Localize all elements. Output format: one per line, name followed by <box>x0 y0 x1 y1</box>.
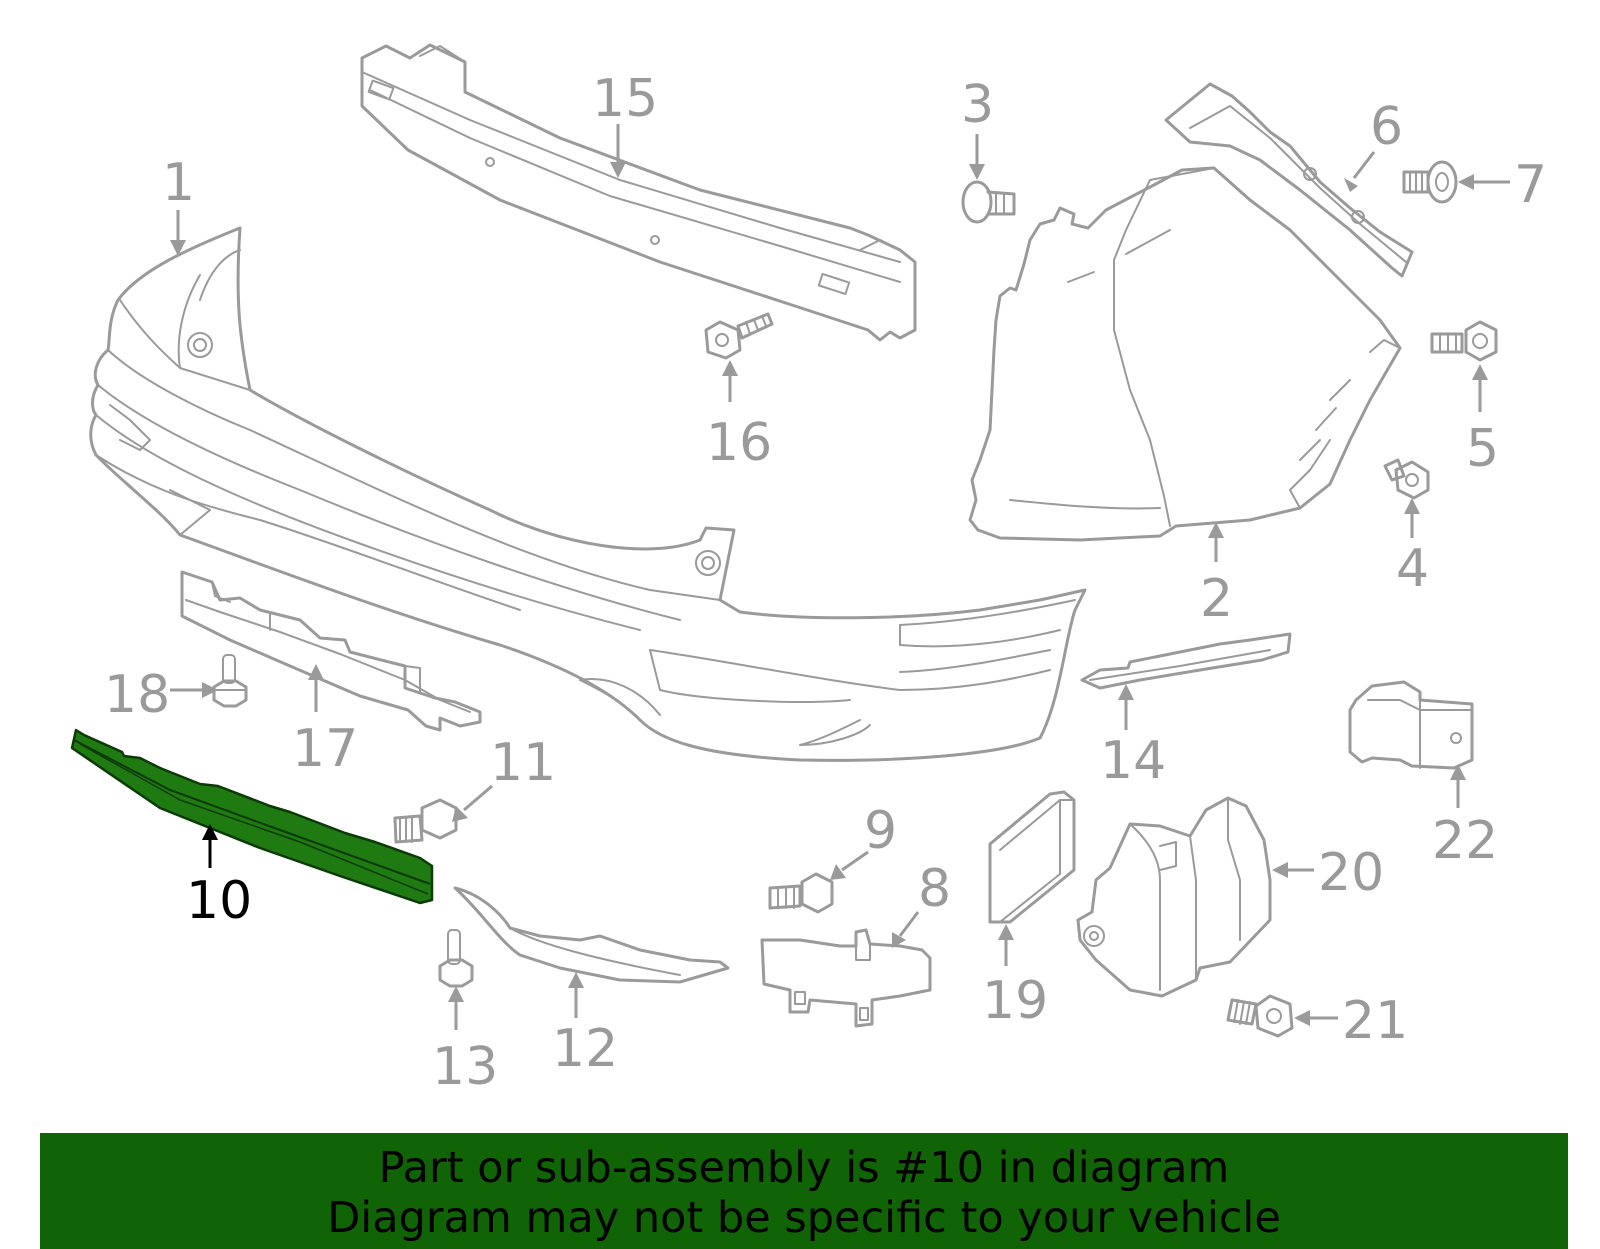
label-20-text: 20 <box>1318 843 1384 903</box>
label-15: 15 <box>592 69 658 178</box>
part-10-lower-molding[interactable] <box>70 728 434 905</box>
part-14-reflector[interactable] <box>1080 632 1292 690</box>
label-10-text: 10 <box>186 871 252 931</box>
label-21: 21 <box>1294 991 1408 1051</box>
label-1: 1 <box>162 153 195 256</box>
label-8: 8 <box>892 859 951 948</box>
part-12-lower-garnish[interactable] <box>453 886 730 984</box>
part-13-bolt[interactable] <box>438 929 474 988</box>
part-20-mount-bracket[interactable] <box>1076 796 1272 998</box>
part-19-module[interactable] <box>988 790 1076 924</box>
label-9: 9 <box>830 801 897 880</box>
label-7-text: 7 <box>1514 155 1547 215</box>
part-1-bumper-cover[interactable] <box>89 226 1087 762</box>
label-17-text: 17 <box>292 719 358 779</box>
label-4: 4 <box>1396 498 1429 599</box>
label-9-text: 9 <box>864 801 897 861</box>
part-7-bolt[interactable] <box>1402 160 1458 204</box>
banner-line-1: Part or sub-assembly is #10 in diagram <box>378 1143 1230 1193</box>
part-9-bolt[interactable] <box>768 872 834 914</box>
label-6: 6 <box>1344 97 1403 192</box>
part-4-bolt[interactable] <box>1383 458 1430 500</box>
label-1-text: 1 <box>162 153 195 213</box>
label-22: 22 <box>1432 764 1498 871</box>
part-22-sensor[interactable] <box>1348 680 1474 770</box>
part-21-bolt[interactable] <box>1226 994 1294 1038</box>
label-21-text: 21 <box>1342 991 1408 1051</box>
label-16: 16 <box>706 360 772 473</box>
label-3: 3 <box>961 75 994 180</box>
label-18: 18 <box>104 665 218 725</box>
label-16-text: 16 <box>706 413 772 473</box>
label-10: 10 <box>186 824 252 931</box>
label-13: 13 <box>432 986 498 1097</box>
label-2: 2 <box>1200 522 1233 629</box>
part-5-bolt[interactable] <box>1430 320 1498 362</box>
part-8-light-housing[interactable] <box>760 928 932 1028</box>
part-3-bolt[interactable] <box>961 180 1016 224</box>
label-7: 7 <box>1458 155 1547 215</box>
label-11: 11 <box>452 733 556 822</box>
info-banner: Part or sub-assembly is #10 in diagram D… <box>40 1133 1568 1249</box>
label-2-text: 2 <box>1200 569 1233 629</box>
part-18-bolt[interactable] <box>212 654 248 708</box>
label-5: 5 <box>1466 364 1499 479</box>
label-12-text: 12 <box>552 1019 618 1079</box>
label-8-text: 8 <box>918 859 951 919</box>
label-15-text: 15 <box>592 69 658 129</box>
part-17-side-bracket[interactable] <box>180 570 482 732</box>
label-14-text: 14 <box>1100 731 1166 791</box>
label-22-text: 22 <box>1432 811 1498 871</box>
part-11-bolt[interactable] <box>393 798 458 844</box>
label-19: 19 <box>982 924 1048 1031</box>
label-3-text: 3 <box>961 75 994 135</box>
label-12: 12 <box>552 972 618 1079</box>
banner-line-2: Diagram may not be specific to your vehi… <box>327 1193 1281 1243</box>
label-18-text: 18 <box>104 665 170 725</box>
label-19-text: 19 <box>982 971 1048 1031</box>
label-14: 14 <box>1100 684 1166 791</box>
part-6-side-strip[interactable] <box>1164 82 1414 278</box>
part-15-reinforcement-beam[interactable] <box>360 43 917 342</box>
label-4-text: 4 <box>1396 539 1429 599</box>
label-20: 20 <box>1272 843 1384 903</box>
label-13-text: 13 <box>432 1037 498 1097</box>
label-17: 17 <box>292 664 358 779</box>
label-6-text: 6 <box>1370 97 1403 157</box>
label-11-text: 11 <box>490 733 556 793</box>
part-2-corner-bracket[interactable] <box>968 166 1402 542</box>
part-16-bolt[interactable] <box>704 312 774 360</box>
label-5-text: 5 <box>1466 419 1499 479</box>
